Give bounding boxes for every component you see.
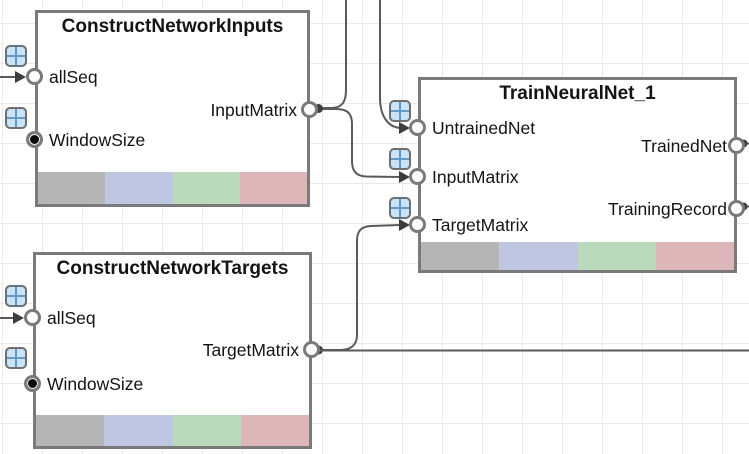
table-grid-icon[interactable] bbox=[389, 148, 411, 170]
port-targets-allseq[interactable] bbox=[24, 309, 41, 326]
node-title: ConstructNetworkInputs bbox=[61, 16, 284, 37]
port-train-inputmatrix[interactable] bbox=[409, 168, 426, 185]
port-train-trainednet-out[interactable] bbox=[728, 137, 745, 154]
port-label-targetmatrix: TargetMatrix bbox=[432, 215, 529, 235]
port-train-untrainednet[interactable] bbox=[409, 119, 426, 136]
status-segment-green bbox=[172, 172, 240, 204]
status-segment-gray bbox=[36, 415, 105, 446]
status-segment-gray bbox=[421, 242, 500, 270]
node-title: ConstructNetworkTargets bbox=[56, 258, 289, 279]
port-label-trainingrecord: TrainingRecord bbox=[608, 199, 727, 219]
node-train-neural-net-1[interactable]: TrainNeuralNet_1 bbox=[418, 77, 737, 273]
port-train-trainingrecord-out[interactable] bbox=[728, 200, 745, 217]
node-status-bar bbox=[421, 242, 734, 270]
table-grid-icon[interactable] bbox=[5, 347, 27, 369]
node-status-bar bbox=[38, 172, 307, 204]
port-label-inputmatrix: InputMatrix bbox=[432, 167, 519, 187]
table-grid-icon[interactable] bbox=[5, 285, 27, 307]
port-train-targetmatrix[interactable] bbox=[409, 216, 426, 233]
status-segment-blue bbox=[499, 242, 578, 270]
status-segment-green bbox=[172, 415, 241, 446]
status-segment-red bbox=[239, 172, 307, 204]
status-segment-blue bbox=[105, 172, 173, 204]
table-grid-icon[interactable] bbox=[5, 45, 27, 67]
port-label-targetmatrix-out: TargetMatrix bbox=[202, 340, 299, 360]
port-inputs-windowsize[interactable] bbox=[26, 131, 43, 148]
status-segment-green bbox=[577, 242, 656, 270]
port-targets-windowsize[interactable] bbox=[24, 375, 41, 392]
wire-targetmatrix-to-trainneuralnet[interactable] bbox=[320, 224, 401, 351]
port-label-trainednet: TrainedNet bbox=[641, 136, 727, 156]
wire-inputmatrix-to-trainneuralnet[interactable] bbox=[320, 108, 401, 178]
port-label-allseq: allSeq bbox=[49, 67, 98, 87]
node-status-bar bbox=[36, 415, 309, 446]
port-inputs-inputmatrix-out[interactable] bbox=[301, 101, 318, 118]
port-label-windowsize: WindowSize bbox=[49, 130, 146, 150]
table-grid-icon[interactable] bbox=[389, 100, 411, 122]
table-grid-icon[interactable] bbox=[389, 197, 411, 219]
port-targets-targetmatrix-out[interactable] bbox=[303, 341, 320, 358]
arrowhead-targets-allseq bbox=[13, 312, 24, 324]
port-inputs-allseq[interactable] bbox=[26, 68, 43, 85]
status-segment-blue bbox=[104, 415, 173, 446]
table-grid-icon[interactable] bbox=[5, 107, 27, 129]
port-label-inputmatrix-out: InputMatrix bbox=[210, 100, 297, 120]
wire-inputmatrix-to-top[interactable] bbox=[323, 0, 347, 109]
status-segment-red bbox=[240, 415, 309, 446]
port-label-allseq: allSeq bbox=[47, 308, 96, 328]
node-construct-network-inputs[interactable]: ConstructNetworkInputs bbox=[35, 10, 310, 207]
node-title: TrainNeuralNet_1 bbox=[499, 83, 656, 104]
node-construct-network-targets[interactable]: ConstructNetworkTargets bbox=[33, 252, 312, 449]
port-label-windowsize: WindowSize bbox=[47, 374, 144, 394]
status-segment-red bbox=[655, 242, 734, 270]
status-segment-gray bbox=[38, 172, 106, 204]
port-label-untrainednet: UntrainedNet bbox=[432, 118, 536, 138]
arrowhead-inputs-allseq bbox=[15, 71, 26, 83]
